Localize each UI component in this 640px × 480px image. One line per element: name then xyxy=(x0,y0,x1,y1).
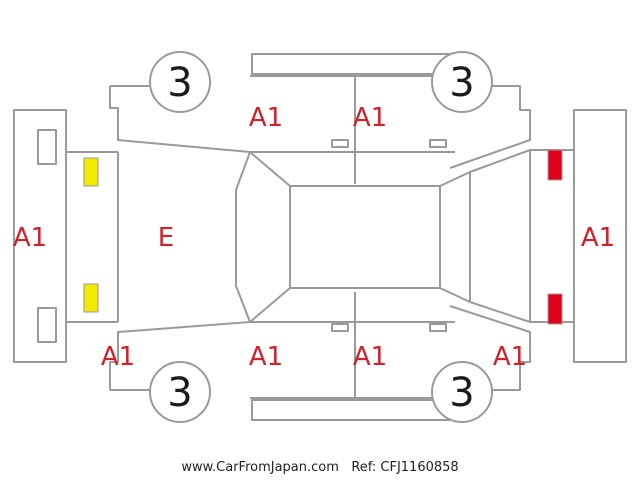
rear-light-marker-top xyxy=(547,149,563,181)
lower-door-handle-rear xyxy=(429,323,447,332)
front-bumper-slot-bottom xyxy=(37,307,57,343)
footer-site: www.CarFromJapan.com xyxy=(181,460,339,475)
wheel-rear-right-circle xyxy=(431,51,493,113)
tire-rear-left: 3 xyxy=(449,370,474,416)
upper-door-handle-front xyxy=(331,139,349,148)
code-front-left-door: A1 xyxy=(249,342,283,372)
code-rear-left-quarter: A1 xyxy=(493,342,527,372)
code-rear-right-door: A1 xyxy=(353,103,387,133)
code-rear-left-door: A1 xyxy=(353,342,387,372)
footer-ref: Ref: CFJ1160858 xyxy=(351,460,459,475)
code-hood: E xyxy=(158,223,174,253)
tire-front-right: 3 xyxy=(167,60,192,106)
front-light-marker-top xyxy=(83,157,99,187)
hood-outline xyxy=(66,151,119,323)
upper-door-handle-rear xyxy=(429,139,447,148)
cabin-roof-outline xyxy=(289,185,441,289)
lower-door-handle-front xyxy=(331,323,349,332)
footer-reference: www.CarFromJapan.com Ref: CFJ1160858 xyxy=(0,460,640,475)
upper-sill xyxy=(251,53,451,75)
windshield-outline xyxy=(235,151,291,323)
front-bumper-outline xyxy=(13,109,67,363)
tire-rear-right: 3 xyxy=(449,60,474,106)
tire-front-left: 3 xyxy=(167,370,192,416)
front-bumper-slot-top xyxy=(37,129,57,165)
code-front-left-fender: A1 xyxy=(101,342,135,372)
code-front-right-door: A1 xyxy=(249,103,283,133)
wheel-rear-left-circle xyxy=(431,361,493,423)
wheel-front-left-circle xyxy=(149,361,211,423)
rear-light-marker-bottom xyxy=(547,293,563,325)
lower-sill xyxy=(251,399,451,421)
front-light-marker-bottom xyxy=(83,283,99,313)
rear-window-outline xyxy=(439,149,531,323)
side-profile-upper xyxy=(109,75,531,169)
code-rear-bumper: A1 xyxy=(581,223,615,253)
rear-bumper-outline xyxy=(573,109,627,363)
wheel-front-right-circle xyxy=(149,51,211,113)
code-front-bumper: A1 xyxy=(13,223,47,253)
side-profile-lower xyxy=(109,305,531,399)
